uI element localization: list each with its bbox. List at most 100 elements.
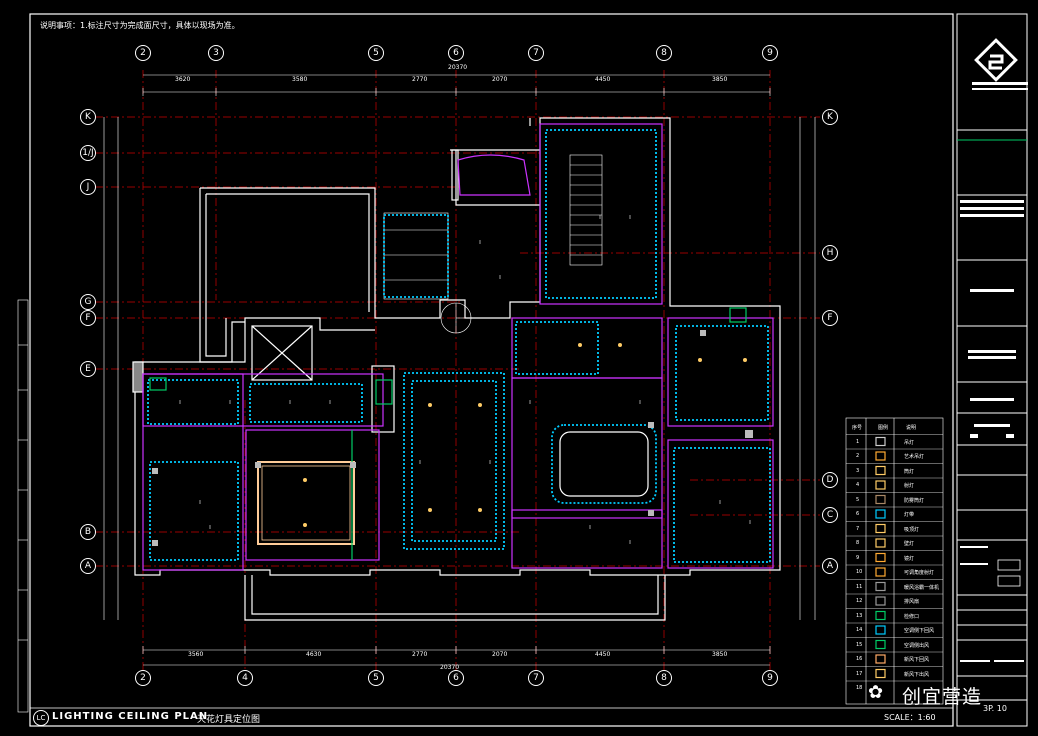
stair [383, 154, 603, 334]
legend-symbol-icon [875, 494, 886, 505]
legend-row-desc: 暖风浴霸一体机 [904, 584, 940, 591]
sheet-border [29, 13, 954, 727]
legend-row-number: 7 [856, 525, 860, 532]
light-fixtures [303, 343, 747, 527]
watermark-brand: 创宜营造 [902, 686, 983, 708]
legend-row: 15 空调侧出风 [848, 638, 942, 652]
legend-symbol-icon [875, 451, 886, 461]
sheet-number: 3P. 10 [983, 704, 1007, 713]
legend-row-number: 9 [856, 554, 860, 561]
dimension-label: 3850 [712, 651, 728, 658]
axis-bubble-bottom: 8 [656, 670, 672, 686]
axis-bubble-bottom: 5 [368, 670, 384, 686]
dimension-label: 4450 [595, 76, 611, 83]
legend-row-number: 18 [856, 685, 863, 691]
legend-row-number: 12 [856, 598, 863, 604]
title-block [956, 13, 1028, 727]
legend-row: 1 吊灯 [848, 435, 942, 449]
legend-symbol-icon [875, 567, 886, 577]
legend-row-number: 15 [856, 641, 863, 648]
drawing-note: 说明事项：1.标注尺寸为完成面尺寸，具体以现场为准。 [40, 21, 240, 30]
legend-row-desc: 空调侧出风 [904, 642, 930, 649]
axis-bubble-left: A [80, 558, 96, 574]
legend-row-number: 2 [856, 453, 860, 459]
axis-bubble-left: K [80, 109, 96, 125]
axis-bubble-left: J [80, 179, 96, 195]
legend-row-desc: 镜灯 [904, 555, 915, 562]
axis-bubble-bottom: 2 [135, 670, 151, 686]
warm-ceiling-frame [257, 461, 355, 545]
legend-symbol-icon [875, 465, 886, 476]
axis-bubble-bottom: 7 [528, 670, 544, 686]
axis-bubble-left: E [80, 361, 96, 377]
legend-row: 18 [848, 681, 942, 695]
legend-symbol-icon [875, 654, 886, 664]
drawing-scale: SCALE：1:60 [884, 713, 936, 722]
dimension-label: 3850 [712, 76, 728, 83]
legend-header-cell: 说明 [906, 425, 917, 431]
legend-row-desc: 防雾筒灯 [904, 497, 925, 504]
legend-symbol-icon [875, 581, 886, 592]
legend-row: 17 新风下出风 [848, 667, 942, 681]
legend-row-desc: 空调侧下回风 [904, 628, 935, 634]
axis-bubble-right: K [822, 109, 838, 125]
axis-bubble-left: G [80, 294, 96, 310]
axis-bubble-left: B [80, 524, 96, 540]
legend-row: 5 防雾筒灯 [848, 493, 942, 507]
wechat-icon: ✿ [868, 682, 884, 703]
dimension-label: 4450 [595, 651, 611, 658]
legend-row-number: 17 [856, 670, 863, 677]
axis-bubble-bottom: 4 [237, 670, 253, 686]
legend-symbol-icon [875, 625, 886, 635]
legend-row: 14 空调侧下回风 [848, 623, 942, 637]
legend-row-number: 5 [856, 496, 860, 503]
dimension-label: 20370 [440, 664, 460, 671]
legend-symbol-icon [875, 538, 886, 548]
dimension-label: 2070 [492, 651, 508, 658]
legend-row: 11 暖风浴霸一体机 [848, 580, 942, 594]
legend-row-desc: 新风下出风 [904, 671, 930, 678]
axis-bubble-top: 6 [448, 45, 464, 61]
legend-row-number: 16 [856, 656, 863, 662]
legend-symbol-icon [875, 668, 886, 679]
legend-row-number: 11 [856, 583, 863, 590]
dimension-label: 2770 [412, 651, 428, 658]
title-tag: LC [33, 710, 49, 726]
legend-row-number: 13 [856, 612, 863, 619]
legend-symbol-icon [875, 480, 886, 490]
legend-row-desc: 射灯 [904, 483, 915, 489]
legend-row-desc: 排风扇 [904, 599, 920, 605]
axis-bubble-right: H [822, 245, 838, 261]
dimension-label: 20370 [448, 64, 468, 71]
dimension-label: 4630 [306, 651, 322, 658]
legend-row-number: 3 [856, 467, 860, 474]
legend-row-number: 1 [856, 438, 860, 445]
legend-row-number: 14 [856, 627, 863, 633]
legend-row-number: 10 [856, 569, 863, 575]
axis-bubble-bottom: 9 [762, 670, 778, 686]
legend-table [845, 417, 944, 705]
axis-bubble-left: F [80, 310, 96, 326]
axis-bubble-right: A [822, 558, 838, 574]
dimension-label: 3620 [175, 76, 191, 83]
axis-bubble-top: 5 [368, 45, 384, 61]
legend-row-number: 6 [856, 511, 860, 517]
axis-bubble-top: 9 [762, 45, 778, 61]
legend-header-cell: 序号 [852, 425, 863, 431]
legend-row-desc: 吊灯 [904, 439, 915, 446]
dimension-label: 3560 [188, 651, 204, 658]
legend-symbol-icon [875, 639, 886, 650]
legend-row: 9 镜灯 [848, 551, 942, 565]
legend-row-number: 8 [856, 540, 860, 546]
legend-symbol-icon [875, 610, 886, 621]
axis-bubble-top: 8 [656, 45, 672, 61]
